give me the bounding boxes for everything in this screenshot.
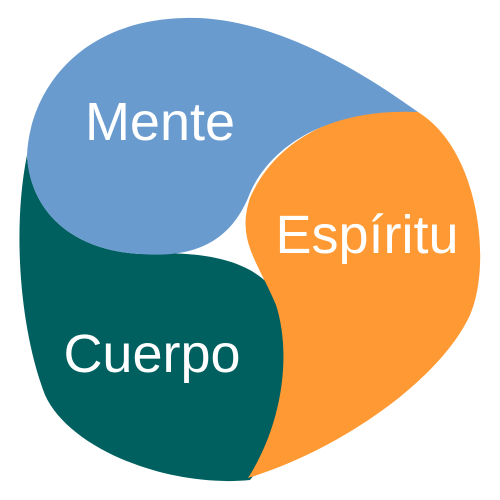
segment-label-cuerpo: Cuerpo: [63, 324, 240, 384]
segment-label-mente: Mente: [85, 92, 235, 152]
segment-mente: [27, 17, 418, 255]
segment-label-espiritu: Espíritu: [275, 205, 458, 265]
segment-espiritu: [245, 111, 481, 478]
segment-cuerpo: [19, 155, 292, 482]
